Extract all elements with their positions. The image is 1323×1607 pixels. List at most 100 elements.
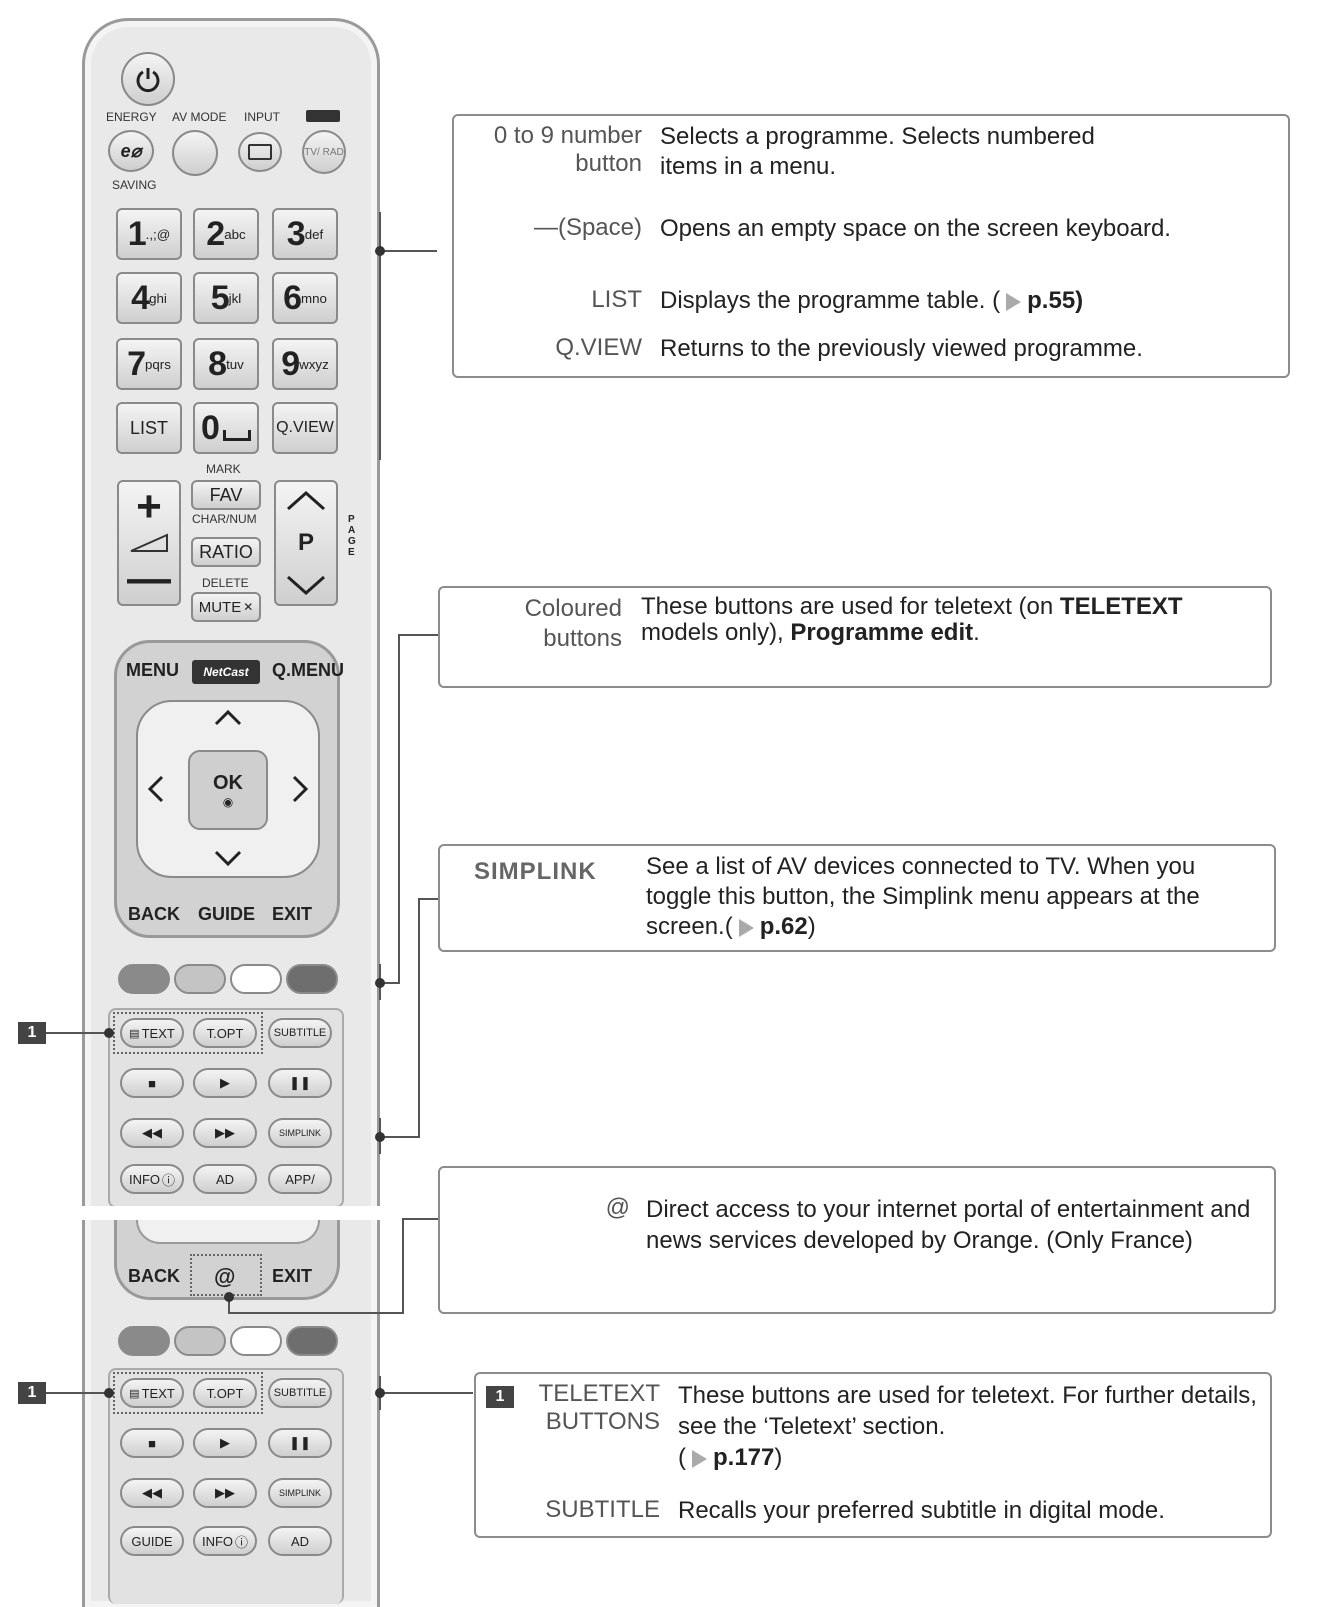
- energy-saving-button[interactable]: e⌀: [108, 130, 154, 172]
- play-button-variant[interactable]: ▶: [193, 1428, 257, 1458]
- yellow-button[interactable]: [230, 964, 282, 994]
- left-arrow-icon[interactable]: [146, 775, 164, 803]
- at-button[interactable]: @: [214, 1264, 236, 1289]
- stop-button[interactable]: ■: [120, 1068, 184, 1098]
- red-button[interactable]: [118, 964, 170, 994]
- topt-button-variant[interactable]: T.OPT: [193, 1378, 257, 1408]
- stop-button-variant[interactable]: ■: [120, 1428, 184, 1458]
- green-button[interactable]: [174, 1326, 226, 1356]
- tv-rad-button[interactable]: TV/ RAD: [302, 130, 346, 174]
- teletext-connector: [379, 1392, 473, 1394]
- numbers-desc: Selects a programme. Selects numbered it…: [660, 123, 1095, 180]
- netcast-button[interactable]: NetCast: [192, 660, 260, 684]
- blue-button[interactable]: [286, 964, 338, 994]
- channel-rocker[interactable]: P: [274, 480, 338, 606]
- fast-forward-button[interactable]: ▶▶: [193, 1118, 257, 1148]
- green-button[interactable]: [174, 964, 226, 994]
- zero-digit: 0: [201, 408, 220, 447]
- text-label: TEXT: [141, 1025, 175, 1041]
- qmenu-button[interactable]: Q.MENU: [272, 660, 344, 680]
- ok-button[interactable]: OK ◉: [188, 750, 268, 830]
- volume-rocker[interactable]: + —: [117, 480, 181, 606]
- simplink-button-variant[interactable]: SIMPLINK: [268, 1478, 332, 1508]
- zero-space-button[interactable]: 0: [193, 402, 259, 454]
- yellow-button[interactable]: [230, 1326, 282, 1356]
- ad-button-variant[interactable]: AD: [268, 1526, 332, 1556]
- fav-button[interactable]: FAV: [191, 480, 261, 510]
- coloured-callout: [438, 586, 1272, 688]
- list-button[interactable]: LIST: [116, 402, 182, 454]
- digit-label: 5: [210, 278, 230, 317]
- up-arrow-icon[interactable]: [214, 708, 242, 726]
- right-arrow-icon[interactable]: [292, 775, 310, 803]
- pause-icon: ❚❚: [289, 1435, 311, 1450]
- volume-down-icon: —: [127, 553, 171, 603]
- input-button[interactable]: [238, 132, 282, 172]
- digit-label: 6: [283, 278, 302, 317]
- down-arrow-icon[interactable]: [214, 850, 242, 868]
- rewind-button[interactable]: ◀◀: [120, 1118, 184, 1148]
- app-button[interactable]: APP/: [268, 1164, 332, 1194]
- qview-button[interactable]: Q.VIEW: [272, 402, 338, 454]
- text-button[interactable]: ▤TEXT: [120, 1018, 184, 1048]
- exit-button[interactable]: EXIT: [272, 904, 313, 924]
- teletext-icon: ▤: [129, 1387, 140, 1400]
- back-button-variant[interactable]: BACK: [128, 1266, 180, 1286]
- fast-forward-icon: ▶▶: [215, 1125, 235, 1140]
- mute-button[interactable]: MUTE✕: [191, 592, 261, 622]
- pause-icon: ❚❚: [289, 1075, 311, 1090]
- letters-label: ghi: [149, 290, 167, 306]
- ad-button[interactable]: AD: [193, 1164, 257, 1194]
- play-button[interactable]: ▶: [193, 1068, 257, 1098]
- fast-forward-button-variant[interactable]: ▶▶: [193, 1478, 257, 1508]
- subtitle-button[interactable]: SUBTITLE: [268, 1018, 332, 1048]
- page-ref-icon: [738, 918, 754, 937]
- pause-button[interactable]: ❚❚: [268, 1068, 332, 1098]
- tv-radio-icon: [306, 110, 340, 122]
- letters-label: pqrs: [144, 356, 171, 372]
- saving-label: SAVING: [112, 178, 157, 192]
- av-mode-button[interactable]: [172, 130, 218, 176]
- teletext-group-outline: [113, 1012, 263, 1054]
- letters-label: jkl: [228, 290, 242, 306]
- guide-button-variant[interactable]: GUIDE: [120, 1526, 184, 1556]
- simplink-button[interactable]: SIMPLINK: [268, 1118, 332, 1148]
- ratio-button[interactable]: RATIO: [191, 537, 261, 567]
- list-desc-text: Displays the programme table. (: [660, 287, 1001, 314]
- qview-term: Q.VIEW: [555, 334, 642, 361]
- play-icon: ▶: [220, 1075, 230, 1090]
- digit-label: 4: [131, 278, 150, 317]
- info-icon: ⓘ: [235, 1534, 249, 1550]
- space-dash-icon: —: [533, 214, 558, 241]
- pause-button-variant[interactable]: ❚❚: [268, 1428, 332, 1458]
- red-button[interactable]: [118, 1326, 170, 1356]
- menu-button[interactable]: MENU: [126, 660, 179, 680]
- rewind-button-variant[interactable]: ◀◀: [120, 1478, 184, 1508]
- blue-button[interactable]: [286, 1326, 338, 1356]
- info-icon: ⓘ: [162, 1172, 176, 1188]
- back-button[interactable]: BACK: [128, 904, 180, 924]
- number-key-1[interactable]: 1.,;@: [116, 208, 182, 260]
- at-connector-h2: [228, 1312, 404, 1314]
- list-desc: Displays the programme table. (p.55): [660, 286, 1280, 316]
- power-button[interactable]: [121, 52, 175, 106]
- ratio-label: RATIO: [199, 541, 253, 562]
- digit-label: 3: [286, 214, 306, 253]
- topt-button[interactable]: T.OPT: [193, 1018, 257, 1048]
- coloured-desc-c: models only),: [641, 619, 791, 646]
- subtitle-button-variant[interactable]: SUBTITLE: [268, 1378, 332, 1408]
- text-button-variant[interactable]: ▤TEXT: [120, 1378, 184, 1408]
- guide-button[interactable]: GUIDE: [198, 904, 256, 924]
- teletext-group-outline-variant: [113, 1372, 263, 1414]
- exit-button-variant[interactable]: EXIT: [272, 1266, 313, 1286]
